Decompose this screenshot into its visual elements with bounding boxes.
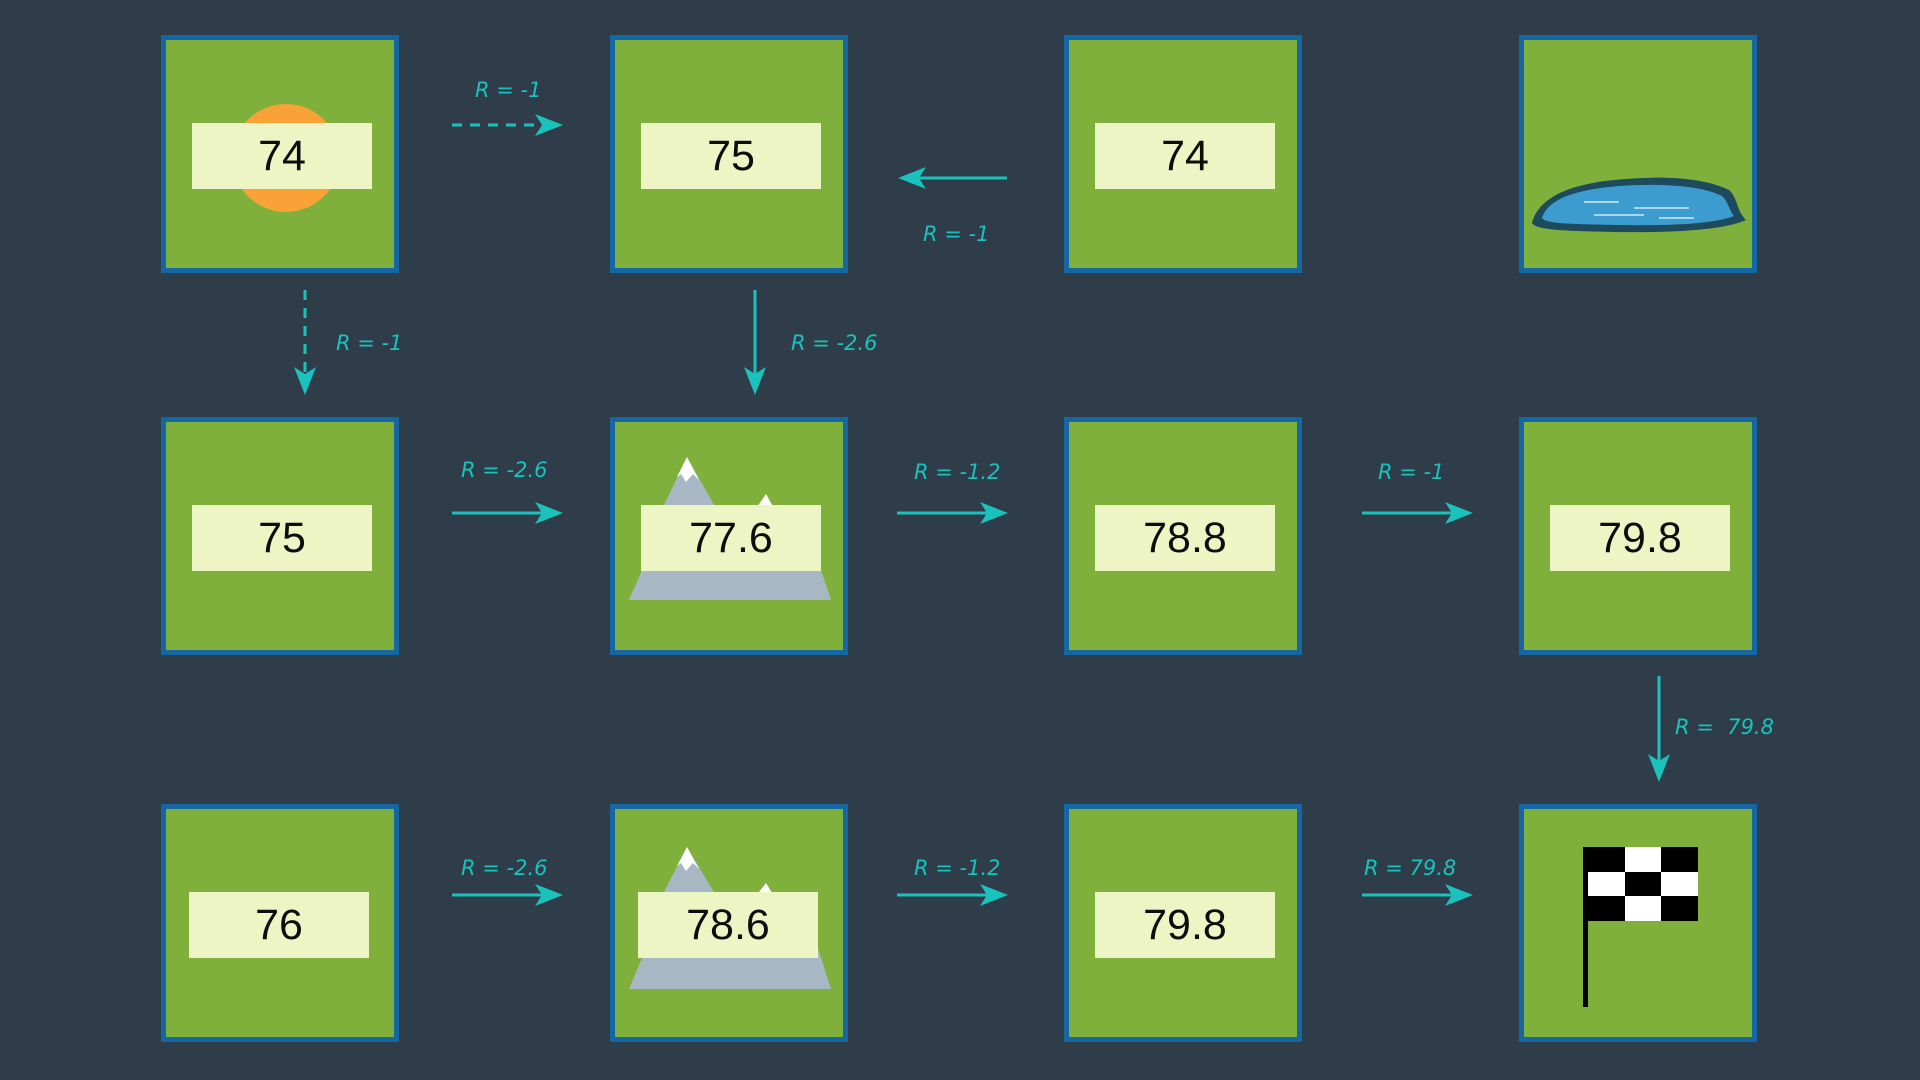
- tile-r2c3: 78.8: [1064, 417, 1302, 655]
- reward-label-r2c4-r3c4: R = 79.8: [1675, 715, 1774, 739]
- arrow-r3c2-to-r3c3: [897, 884, 1008, 906]
- arrow-r2c2-to-r2c3: [897, 502, 1008, 524]
- tile-value-r2c3: 78.8: [1095, 505, 1275, 571]
- tile-r1c2: 75: [610, 35, 848, 273]
- tile-r1c1: 74: [161, 35, 399, 273]
- tile-value-r3c1: 76: [189, 892, 369, 958]
- tile-value-r2c1: 75: [192, 505, 372, 571]
- reward-label-r1c2-r2c2: R = -2.6: [791, 331, 878, 355]
- tile-value-r1c1: 74: [192, 123, 372, 189]
- arrow-r2c3-to-r2c4: [1362, 502, 1473, 524]
- arrow-r3c1-to-r3c2: [452, 884, 563, 906]
- tile-r3c3: 79.8: [1064, 804, 1302, 1042]
- reward-label-r2c2-r2c3: R = -1.2: [914, 460, 1001, 484]
- lake-icon: [1532, 177, 1746, 233]
- tile-r1c4: [1519, 35, 1757, 273]
- tile-value-r2c2: 77.6: [641, 505, 821, 571]
- reward-label-r1c1-r1c2: R = -1: [475, 78, 542, 102]
- tile-value-r3c3: 79.8: [1095, 892, 1275, 958]
- arrow-r1c1-to-r1c2: [452, 114, 563, 136]
- checkered-flag-icon: [1583, 847, 1698, 1007]
- reward-label-r2c1-r2c2: R = -2.6: [461, 458, 548, 482]
- arrow-r3c3-to-r3c4: [1362, 884, 1473, 906]
- reward-label-r1c3-r1c2: R = -1: [923, 222, 990, 246]
- tile-r2c1: 75: [161, 417, 399, 655]
- reward-label-r3c2-r3c3: R = -1.2: [914, 856, 1001, 880]
- reward-label-r3c1-r3c2: R = -2.6: [461, 856, 548, 880]
- arrow-r2c1-to-r2c2: [452, 502, 563, 524]
- reward-label-r2c3-r2c4: R = -1: [1378, 460, 1445, 484]
- reward-label-r1c1-r2c1: R = -1: [336, 331, 403, 355]
- tile-value-r1c3: 74: [1095, 123, 1275, 189]
- tile-r3c2: 78.6: [610, 804, 848, 1042]
- reward-label-r3c3-r3c4: R = 79.8: [1364, 856, 1457, 880]
- tile-r2c2: 77.6: [610, 417, 848, 655]
- arrow-r1c3-to-r1c2: [898, 167, 1007, 189]
- arrow-r1c2-to-r2c2: [744, 290, 766, 395]
- tile-value-r3c2: 78.6: [638, 892, 818, 958]
- tile-r1c3: 74: [1064, 35, 1302, 273]
- tile-r3c1: 76: [161, 804, 399, 1042]
- tile-value-r2c4: 79.8: [1550, 505, 1730, 571]
- tile-r2c4: 79.8: [1519, 417, 1757, 655]
- arrow-r1c1-to-r2c1: [294, 290, 316, 395]
- arrow-r2c4-to-r3c4: [1648, 676, 1670, 782]
- tile-value-r1c2: 75: [641, 123, 821, 189]
- tile-r3c4: [1519, 804, 1757, 1042]
